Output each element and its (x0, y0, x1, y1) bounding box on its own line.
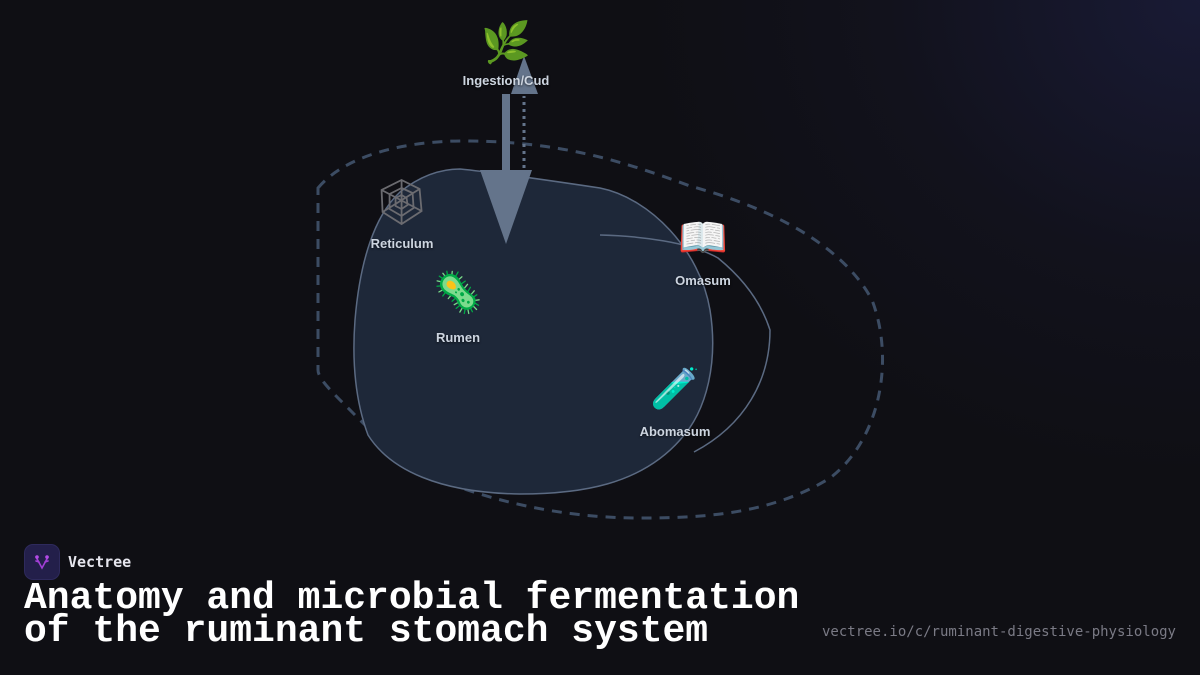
test-tube-icon: 🧪 (650, 366, 700, 412)
herb-icon: 🌿 (481, 20, 531, 66)
ingestion-arrow-head (480, 170, 532, 244)
node-label: Rumen (435, 330, 481, 345)
node-label: Reticulum (370, 236, 434, 251)
brand-name: Vectree (68, 553, 132, 571)
brand-logo (24, 544, 60, 580)
spider-web-icon (381, 178, 423, 226)
cud-arrow-head (511, 56, 538, 94)
node-reticulum: Reticulum (370, 178, 434, 251)
node-rumen: 🦠 Rumen (433, 270, 483, 345)
node-ingestion: 🌿 Ingestion/Cud (463, 20, 550, 88)
node-omasum: 📖 Omasum (675, 215, 731, 288)
page-title: Anatomy and microbial fermentation of th… (24, 580, 799, 651)
title-line-2: of the ruminant stomach system (24, 610, 709, 653)
vectree-logo-icon (35, 555, 49, 570)
microbe-icon: 🦠 (433, 270, 483, 316)
omasum-abomasum-curve (599, 234, 771, 453)
open-book-icon: 📖 (678, 215, 728, 261)
node-label: Omasum (675, 273, 731, 288)
node-abomasum: 🧪 Abomasum (640, 366, 711, 439)
ingestion-arrow-shaft (502, 94, 510, 172)
node-label: Ingestion/Cud (462, 73, 550, 88)
source-url: vectree.io/c/ruminant-digestive-physiolo… (821, 624, 1176, 640)
title-line-1: Anatomy and microbial fermentation (24, 577, 800, 620)
stomach-body (353, 168, 714, 495)
brand: Vectree (24, 544, 131, 580)
node-label: Abomasum (639, 424, 711, 439)
